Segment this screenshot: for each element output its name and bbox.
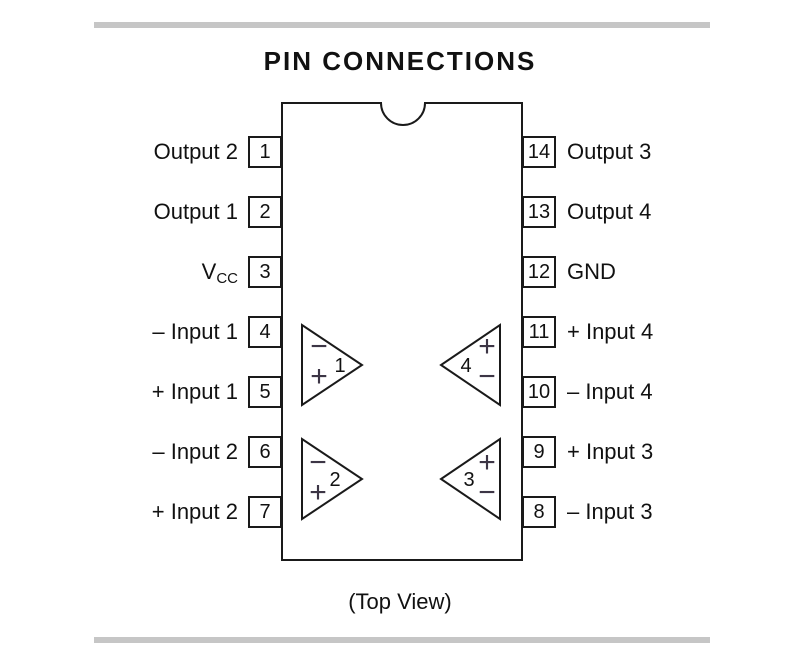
pin-label-output-1: Output 1 bbox=[153, 199, 238, 224]
pin-box-2: 2 bbox=[248, 196, 282, 228]
opamp-4-triangle bbox=[439, 323, 501, 407]
opamp-4-minus-sign: − bbox=[478, 360, 496, 393]
pin-label-plus-input-3: + Input 3 bbox=[567, 439, 654, 464]
pin-box-14: 14 bbox=[522, 136, 556, 168]
opamp-2-plus-sign: + bbox=[309, 476, 327, 509]
pin-label-gnd: GND bbox=[567, 259, 616, 284]
pin-box-9: 9 bbox=[522, 436, 556, 468]
top-view-caption: (Top View) bbox=[348, 589, 452, 614]
top-rule bbox=[94, 22, 710, 28]
pin-box-6: 6 bbox=[248, 436, 282, 468]
opamp-3-triangle bbox=[439, 437, 501, 521]
pin-label-minus-input-2: – Input 2 bbox=[152, 439, 238, 464]
opamp-2-minus-sign: − bbox=[309, 446, 327, 479]
pin-box-13: 13 bbox=[522, 196, 556, 228]
opamp-2-number: 2 bbox=[329, 469, 340, 491]
pin-box-4: 4 bbox=[248, 316, 282, 348]
figure-title: PIN CONNECTIONS bbox=[263, 46, 537, 76]
opamp-3-number: 3 bbox=[463, 469, 474, 491]
opamp-1-plus-sign: + bbox=[310, 360, 328, 393]
pin-box-11: 11 bbox=[522, 316, 556, 348]
pin-label-plus-input-1: + Input 1 bbox=[151, 379, 238, 404]
pin-box-12: 12 bbox=[522, 256, 556, 288]
opamp-1-number: 1 bbox=[334, 355, 345, 377]
pin-box-8: 8 bbox=[522, 496, 556, 528]
pin-box-1: 1 bbox=[248, 136, 282, 168]
pin-label-minus-input-1: – Input 1 bbox=[152, 319, 238, 344]
pin-label-output-3: Output 3 bbox=[567, 139, 652, 164]
opamp-4-plus-sign: + bbox=[478, 330, 496, 363]
ic-body bbox=[281, 102, 523, 561]
opamp-1-triangle bbox=[301, 323, 364, 407]
pin-box-10: 10 bbox=[522, 376, 556, 408]
pin-label-plus-input-4: + Input 4 bbox=[567, 319, 654, 344]
opamp-4-number: 4 bbox=[460, 355, 471, 377]
pin-box-7: 7 bbox=[248, 496, 282, 528]
opamp-2-triangle bbox=[301, 437, 364, 521]
pin-box-5: 5 bbox=[248, 376, 282, 408]
opamp-3-minus-sign: − bbox=[478, 476, 496, 509]
pin-label-minus-input-3: – Input 3 bbox=[567, 499, 653, 524]
vcc-subscript: CC bbox=[216, 270, 238, 287]
pin-box-3: 3 bbox=[248, 256, 282, 288]
pin-label-plus-input-2: + Input 2 bbox=[151, 499, 238, 524]
pin-label-minus-input-4: – Input 4 bbox=[567, 379, 653, 404]
vcc-main: V bbox=[201, 259, 217, 284]
bottom-rule bbox=[94, 637, 710, 643]
opamp-1-minus-sign: − bbox=[310, 330, 328, 363]
pin-label-output-2: Output 2 bbox=[153, 139, 238, 164]
pin-label-output-4: Output 4 bbox=[567, 199, 652, 224]
opamp-3-plus-sign: + bbox=[478, 446, 496, 479]
pin-label-vcc: VCC bbox=[202, 258, 238, 286]
